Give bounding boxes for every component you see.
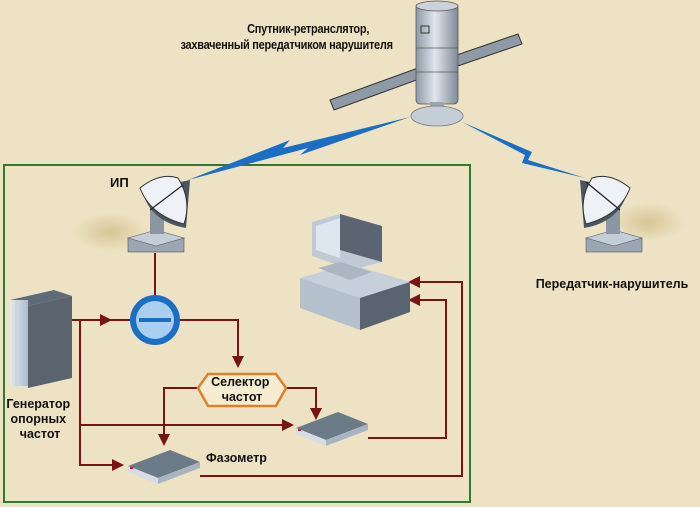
phasemeter-label: Фазометр <box>206 451 267 465</box>
frequency-selector-block <box>196 372 288 408</box>
ip-dish-antenna-icon <box>126 175 190 253</box>
computer-workstation-icon <box>300 214 410 330</box>
wire-selector-to-receiver <box>286 387 317 414</box>
selector-label: Селектор частот <box>211 375 273 404</box>
wire-phasemeter-to-computer <box>200 281 463 477</box>
intruder-dish-shadow <box>610 202 686 242</box>
phasemeter-device-icon <box>128 450 200 484</box>
wire-selector-to-phasemeter <box>163 387 198 440</box>
comparator-minus-icon <box>130 295 180 345</box>
arrow-head <box>232 356 244 368</box>
wire-comparator-to-selector <box>180 319 239 362</box>
intruder-dish-antenna-icon <box>580 175 644 253</box>
arrow-head <box>158 434 170 446</box>
wire-receiver-to-computer <box>368 299 447 439</box>
wire-generator-trunk <box>79 320 122 466</box>
radio-link-intruder-to-satellite <box>462 122 585 178</box>
ip-label: ИП <box>110 175 129 190</box>
arrow-head <box>282 419 294 431</box>
wire-arrows <box>100 276 420 471</box>
radio-link-satellite-to-ip <box>188 117 410 180</box>
arrow-head <box>408 276 420 288</box>
generator-label: Генератор опорных частот <box>6 397 73 441</box>
arrow-head <box>112 459 124 471</box>
generator-cabinet-icon <box>10 290 72 388</box>
arrow-head <box>310 408 322 420</box>
arrow-head <box>408 294 420 306</box>
arrow-head <box>100 314 112 326</box>
satellite-icon <box>329 0 523 127</box>
satellite-label: Спутник-ретранслятор, захваченный переда… <box>180 22 393 52</box>
receiver-device-icon <box>296 412 368 446</box>
intruder-label: Передатчик-нарушитель <box>536 277 689 291</box>
